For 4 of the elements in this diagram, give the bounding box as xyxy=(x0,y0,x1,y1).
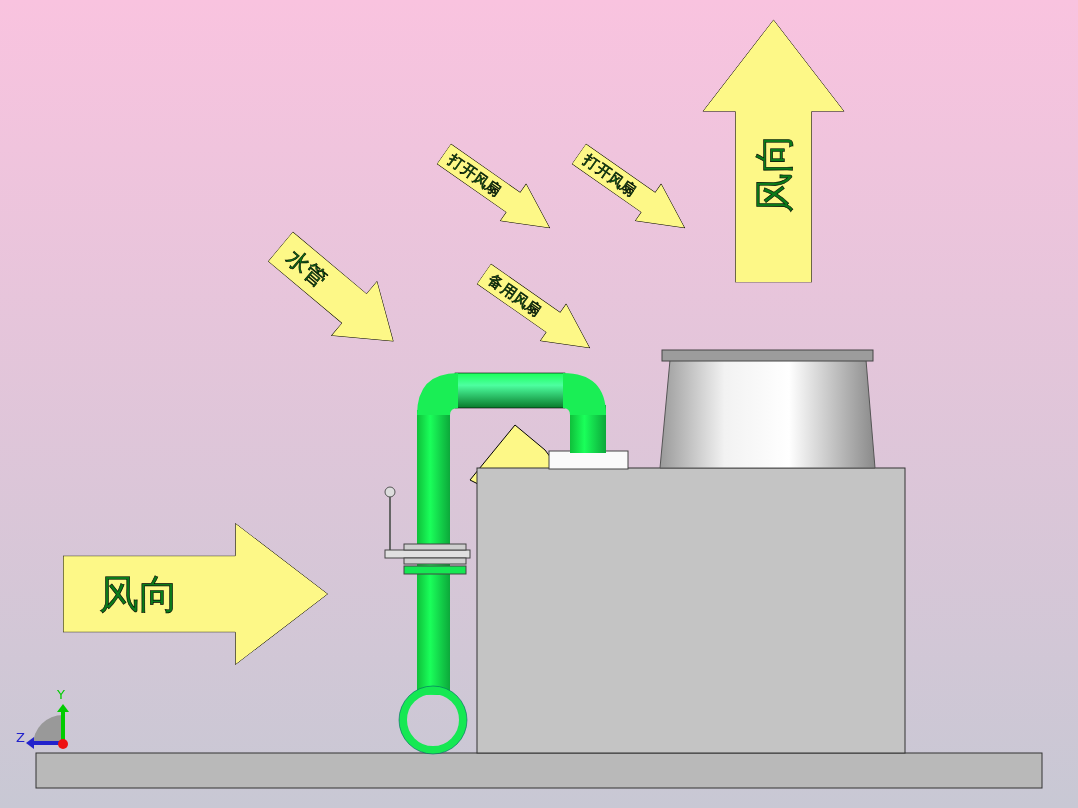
arrow-callout: 风向 xyxy=(63,523,328,665)
axis-label: Z xyxy=(16,731,25,744)
arrow-callout: 风向 xyxy=(702,19,845,283)
axis-label: Y xyxy=(57,688,65,701)
